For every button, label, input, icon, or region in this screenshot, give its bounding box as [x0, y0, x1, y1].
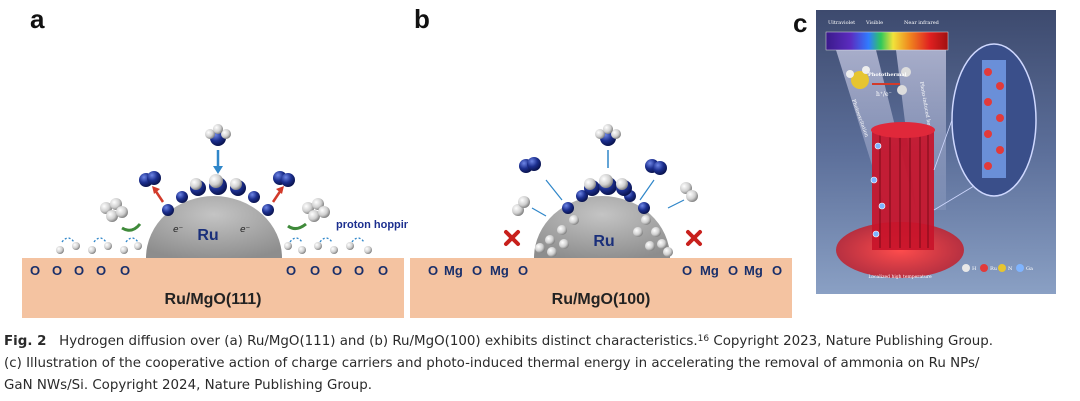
svg-text:O: O: [682, 263, 692, 278]
svg-text:Mg: Mg: [700, 263, 719, 278]
adsorbed-nh-top: [190, 174, 246, 196]
svg-text:O: O: [728, 263, 738, 278]
green-hook-left: [122, 224, 140, 230]
svg-text:N: N: [1008, 266, 1013, 272]
incoming-ammonia: [205, 124, 231, 146]
base-label: Localized high temperature: [868, 274, 932, 280]
svg-text:O: O: [74, 263, 84, 278]
spectrum-uv-label: Ultraviolet: [828, 20, 855, 26]
h2-cluster-right: [302, 198, 330, 222]
caption-text-1: Hydrogen diffusion over (a) Ru/MgO(111) …: [59, 334, 698, 349]
h2-left: [512, 196, 530, 216]
panel-c-figure: Ultraviolet Visible Near infrared Photoe…: [816, 10, 1056, 294]
figure-caption: Fig. 2 Hydrogen diffusion over (a) Ru/Mg…: [4, 331, 1078, 397]
svg-text:O: O: [354, 263, 364, 278]
svg-text:Ru: Ru: [990, 266, 998, 272]
svg-text:H: H: [972, 266, 977, 272]
caption-line-1: Fig. 2 Hydrogen diffusion over (a) Ru/Mg…: [4, 331, 1078, 353]
ru-label: Ru: [593, 233, 614, 250]
h2-right: [680, 182, 698, 202]
svg-text:Ga: Ga: [1026, 266, 1033, 272]
nanowire-bundle: [872, 130, 934, 250]
panel-a-label: a: [30, 4, 44, 35]
hydrogen-chain-left: [56, 242, 142, 254]
adsorbed-nh-top: [584, 174, 632, 196]
svg-text:O: O: [30, 263, 40, 278]
cross-left: [506, 232, 518, 244]
svg-text:O: O: [428, 263, 438, 278]
caption-line-2: (c) Illustration of the cooperative acti…: [4, 353, 1078, 375]
incoming-ammonia: [595, 124, 621, 146]
n2-left: [139, 171, 161, 187]
svg-text:O: O: [310, 263, 320, 278]
svg-text:O: O: [518, 263, 528, 278]
surface-label-a: Ru/MgO(111): [165, 291, 262, 308]
svg-text:Mg: Mg: [444, 263, 463, 278]
ru-label: Ru: [197, 227, 218, 244]
panel-b-figure: Ru O Mg O Mg O O Mg O Mg O: [406, 80, 796, 320]
svg-text:O: O: [52, 263, 62, 278]
caption-ref: 16: [698, 334, 709, 344]
svg-text:Mg: Mg: [744, 263, 763, 278]
proton-hopping-label: proton hopping: [336, 219, 408, 231]
caption-line-3: GaN NWs/Si. Copyright 2024, Nature Publi…: [4, 375, 1078, 397]
hydrogen-chain-right: [284, 242, 372, 254]
carrier-label: h⁺/e⁻: [876, 91, 892, 98]
hop-arrows-left: [62, 238, 138, 242]
n2-right: [273, 171, 295, 187]
caption-fig-label: Fig. 2: [4, 334, 46, 349]
svg-text:Mg: Mg: [490, 263, 509, 278]
spectrum-nir-label: Near infrared: [904, 20, 940, 26]
panel-b-label: b: [414, 4, 430, 35]
h2-cluster-left: [100, 198, 128, 222]
cross-right: [688, 232, 700, 244]
photothermal-label: Photothermal: [868, 72, 907, 78]
spectrum-vis-label: Visible: [865, 20, 883, 26]
hop-arrows-right: [290, 238, 364, 242]
electron-label-left: e⁻: [173, 225, 184, 235]
spectrum-bar: [826, 32, 948, 50]
svg-text:O: O: [286, 263, 296, 278]
svg-text:O: O: [96, 263, 106, 278]
svg-text:O: O: [772, 263, 782, 278]
panel-a-figure: Ru e⁻ e⁻ O O O O O O O O O O: [18, 80, 408, 320]
green-hook-right: [288, 224, 306, 229]
svg-text:O: O: [472, 263, 482, 278]
n2-left: [519, 157, 541, 173]
svg-text:O: O: [120, 263, 130, 278]
svg-text:O: O: [332, 263, 342, 278]
panel-c-label: c: [793, 8, 807, 39]
svg-text:O: O: [378, 263, 388, 278]
caption-text-2: Copyright 2023, Nature Publishing Group.: [709, 334, 993, 349]
electron-label-right: e⁻: [240, 225, 251, 235]
n2-right: [645, 159, 667, 175]
surface-label-b: Ru/MgO(100): [552, 291, 651, 308]
